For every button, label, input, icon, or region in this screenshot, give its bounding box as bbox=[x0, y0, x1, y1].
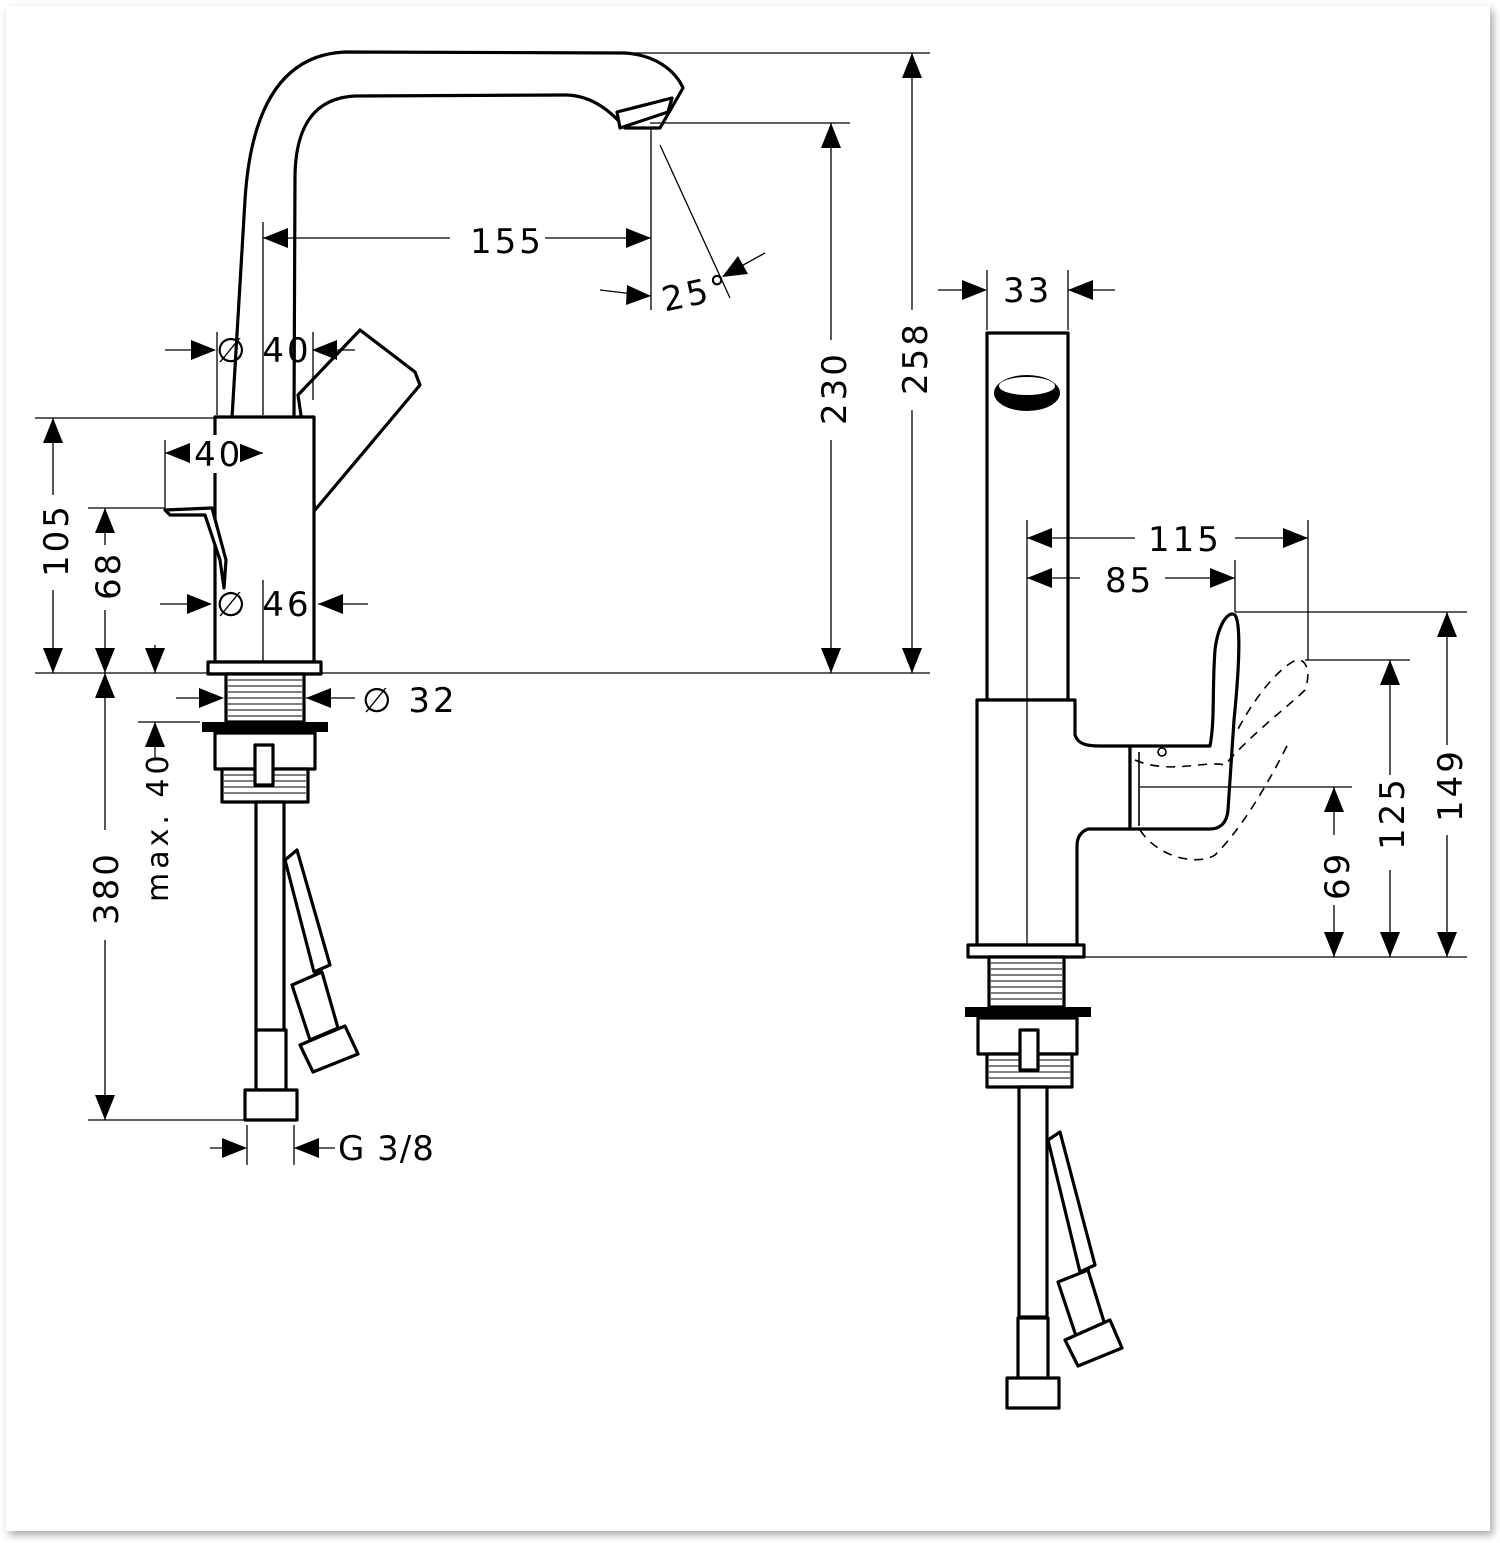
side-hose-right bbox=[1046, 1130, 1097, 1274]
side-hose-left bbox=[1017, 1085, 1049, 1319]
fixing-screw bbox=[253, 743, 275, 787]
side-body bbox=[975, 698, 1132, 947]
popup-rod bbox=[163, 506, 228, 590]
label-height-68: 68 bbox=[89, 551, 129, 600]
side-dimensions bbox=[938, 270, 1470, 958]
spout bbox=[230, 50, 685, 420]
washer bbox=[202, 722, 328, 732]
shank-threads bbox=[228, 679, 302, 717]
lever-handle bbox=[296, 328, 422, 512]
hose-left bbox=[254, 800, 286, 1034]
base-flange bbox=[206, 660, 323, 676]
label-reach-155: 155 bbox=[470, 222, 544, 262]
label-max-40: max. 40 bbox=[141, 751, 176, 902]
side-shank-threads bbox=[991, 962, 1062, 1000]
label-height-258: 258 bbox=[896, 321, 936, 395]
front-view bbox=[163, 50, 685, 1122]
label-angle-25: 25° bbox=[658, 267, 734, 321]
lever-pin bbox=[1157, 747, 1167, 757]
front-dimensions bbox=[33, 52, 934, 1165]
label-dia-40: ∅ 40 bbox=[216, 331, 312, 371]
hose-right bbox=[283, 848, 332, 974]
hose-nut-right bbox=[298, 1024, 360, 1074]
label-height-149: 149 bbox=[1431, 748, 1471, 822]
aerator-ring bbox=[999, 377, 1055, 395]
label-reach-115: 115 bbox=[1148, 520, 1222, 560]
hose-nut-left bbox=[243, 1088, 299, 1122]
lever-open-outline bbox=[1134, 659, 1309, 861]
side-hose-nut-left bbox=[1005, 1376, 1061, 1410]
side-washer bbox=[965, 1007, 1091, 1017]
hose-crimp-right bbox=[290, 970, 340, 1042]
label-width-33: 33 bbox=[1003, 271, 1052, 311]
label-height-230: 230 bbox=[815, 351, 855, 425]
label-reach-85: 85 bbox=[1105, 561, 1154, 601]
label-height-69: 69 bbox=[1318, 851, 1358, 900]
side-fixing-screw bbox=[1018, 1028, 1040, 1072]
label-connection: G 3/8 bbox=[338, 1129, 435, 1169]
side-view bbox=[965, 331, 1309, 1410]
side-hose-crimp-left bbox=[1016, 1316, 1050, 1382]
side-hose-nut-right bbox=[1063, 1318, 1124, 1368]
label-dia-46: ∅ 46 bbox=[216, 585, 312, 625]
aerator bbox=[615, 96, 674, 130]
label-height-105: 105 bbox=[37, 503, 77, 577]
label-offset-40: 40 bbox=[194, 435, 243, 475]
label-height-125: 125 bbox=[1373, 776, 1413, 850]
side-base-flange bbox=[966, 943, 1086, 959]
label-length-380: 380 bbox=[87, 851, 127, 925]
hose-crimp-left bbox=[254, 1028, 288, 1092]
label-dia-32: ∅ 32 bbox=[362, 681, 458, 721]
side-lever bbox=[1128, 612, 1241, 831]
